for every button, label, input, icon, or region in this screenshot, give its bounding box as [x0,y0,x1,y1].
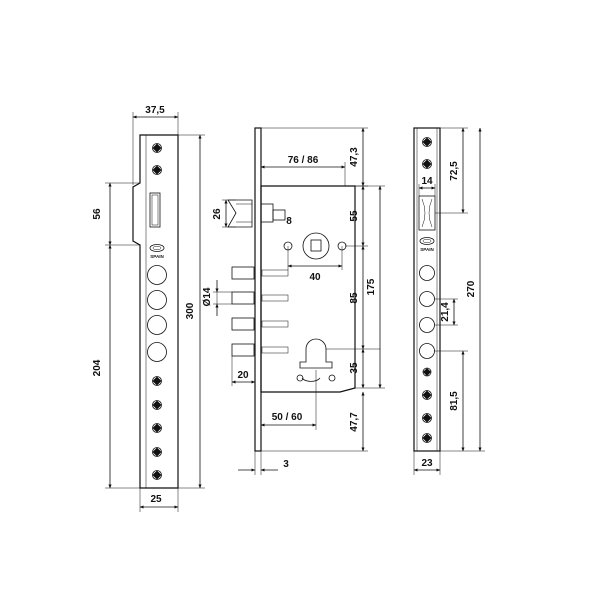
screw-hole-icon [152,165,162,175]
dim-face-top-offset: 72,5 [449,161,460,181]
deadbolt-head [419,265,435,281]
screw-hole-icon [422,390,432,400]
dim-top-width: 37,5 [145,105,165,116]
dim-latch-height: 26 [212,208,223,220]
bolt-hole [147,315,167,335]
lock-case [260,185,356,393]
dim-backset: 76 / 86 [288,155,319,166]
screw-hole-icon [422,137,432,147]
brand-label: SPAIN [150,254,163,259]
brand-logo: SPAIN [149,244,165,259]
screw-hole-icon [422,159,432,169]
cylinder-profile [296,338,336,382]
deadbolt-head [419,343,435,359]
dim-top-offset: 47,3 [349,147,360,167]
bolt-hole [147,342,167,362]
screw-hole-icon [152,400,162,410]
strike-window [149,192,161,228]
dim-face-total-height: 270 [466,280,477,297]
dim-lower-height: 204 [92,359,103,376]
dim-latch-to-spindle: 55 [349,210,360,222]
screw-hole-icon [422,413,432,423]
dim-bolt-pitch: 21,4 [440,302,451,322]
dim-face-bottom-offset: 81,5 [449,391,460,411]
dim-cylinder-backset: 50 / 60 [272,412,303,423]
dim-spindle-to-cylinder: 85 [349,292,360,304]
dim-cylinder-low: 35 [349,362,360,374]
screw-hole-icon [152,376,162,386]
strike-plate-outline [132,134,179,489]
dim-bottom-width: 25 [150,494,162,505]
deadbolt [231,266,289,280]
screw-hole-icon [152,470,162,480]
deadbolt-head [419,291,435,307]
deadbolt [231,291,289,305]
dim-latch-width: 14 [421,176,433,187]
face-view: SPAIN 14 72,5 21,4 270 81,5 [413,127,485,475]
dim-upper-height: 56 [92,208,103,220]
dim-overall: 175 [366,278,377,295]
dim-total-height: 300 [185,302,196,319]
side-view: 76 / 86 47,3 26 8 55 40 Ø14 85 [202,127,385,475]
screw-hole-icon [422,367,432,377]
latch-bolt [227,199,286,228]
dim-bolt-diameter: Ø14 [202,287,213,306]
screw-hole-icon [422,433,432,443]
dim-bottom-offset: 47,7 [349,412,360,432]
latch-opening [418,195,436,231]
spindle-hub [283,232,347,260]
bolt-hole [147,265,167,285]
dim-face-width: 23 [421,458,433,469]
front-view: SPAIN 37,5 56 204 300 25 [92,105,205,512]
screw-hole-icon [152,143,162,153]
screw-hole-icon [152,447,162,457]
deadbolt [231,317,289,331]
brand-label: SPAIN [420,247,433,252]
screw-hole-icon [152,423,162,433]
dim-spindle-center: 40 [309,272,321,283]
faceplate-front [413,127,441,452]
bolt-hole [147,290,167,310]
deadbolt-head [419,317,435,333]
dim-faceplate-thickness: 3 [283,459,289,470]
dim-latch-size: 8 [286,216,292,227]
deadbolt [231,343,289,357]
faceplate [254,127,262,452]
dim-bolt-throw: 20 [237,370,249,381]
brand-logo: SPAIN [419,237,435,252]
